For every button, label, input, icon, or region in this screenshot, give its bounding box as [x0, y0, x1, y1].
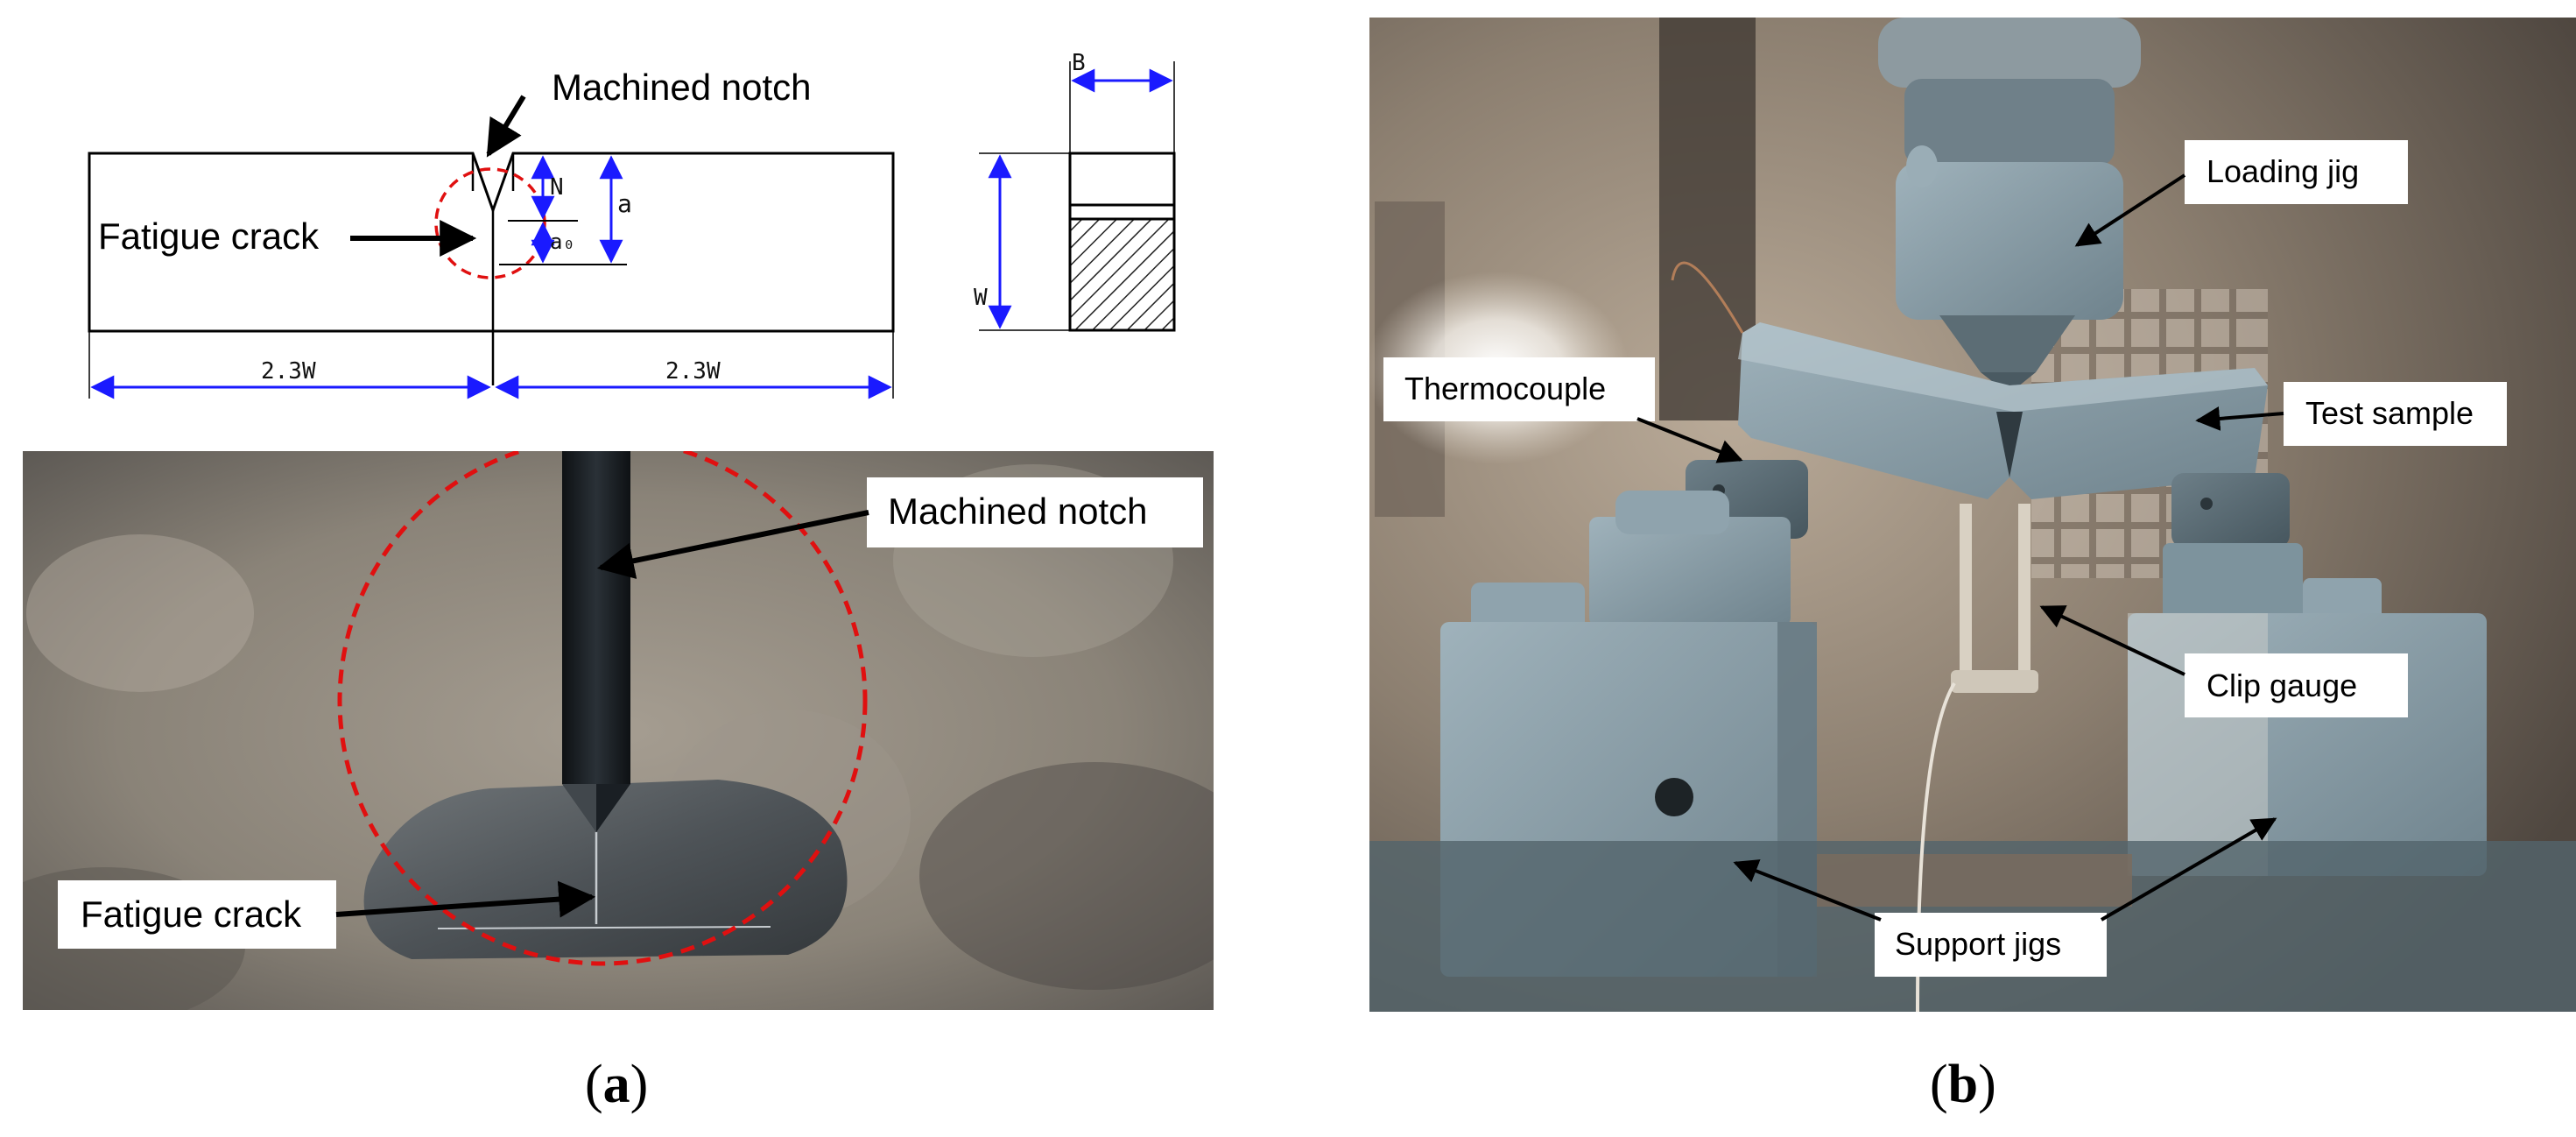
- label-loading-jig: Loading jig: [2206, 153, 2359, 189]
- beam-outline: [88, 152, 895, 333]
- sketch-callout-crack: Fatigue crack: [98, 215, 320, 257]
- photo-callout-crack: Fatigue crack: [81, 893, 302, 935]
- caption-a: (a): [585, 1055, 649, 1114]
- panel-a-sketch: N a₀ a 2.3W 2.3W Machined notch Fatigue …: [88, 50, 1176, 399]
- label-test-sample: Test sample: [2305, 395, 2474, 431]
- dim-N-label: N: [550, 174, 564, 201]
- label-thermocouple: Thermocouple: [1404, 371, 1606, 406]
- cross-section-top: [1068, 152, 1176, 207]
- dim-left-label: 2.3W: [261, 358, 316, 385]
- photo-callout-notch: Machined notch: [888, 491, 1148, 532]
- clip-gauge: [1960, 504, 1972, 679]
- dim-right-label: 2.3W: [665, 358, 721, 385]
- panel-b-photo: [1366, 18, 2576, 1013]
- dim-W-label: W: [974, 285, 988, 311]
- label-clip-gauge: Clip gauge: [2206, 667, 2357, 703]
- cross-section-hatched: [1068, 217, 1176, 332]
- polished-surface: [363, 780, 848, 959]
- caption-b: (b): [1930, 1055, 1996, 1114]
- photo-a-callouts: Machined notch Fatigue crack: [58, 477, 1203, 949]
- photo-notch-slot: [562, 451, 630, 784]
- sketch-callout-notch: Machined notch: [552, 67, 812, 108]
- loading-jig-body: [1896, 162, 2123, 320]
- dim-a-label: a: [617, 189, 632, 218]
- panel-b-callouts: Loading jig Thermocouple Test sample Cli…: [1383, 140, 2507, 977]
- photo-red-circle: [337, 451, 868, 966]
- dim-a0-label: a₀: [550, 230, 575, 254]
- label-support-jigs: Support jigs: [1895, 926, 2061, 962]
- dim-B-label: B: [1072, 50, 1086, 76]
